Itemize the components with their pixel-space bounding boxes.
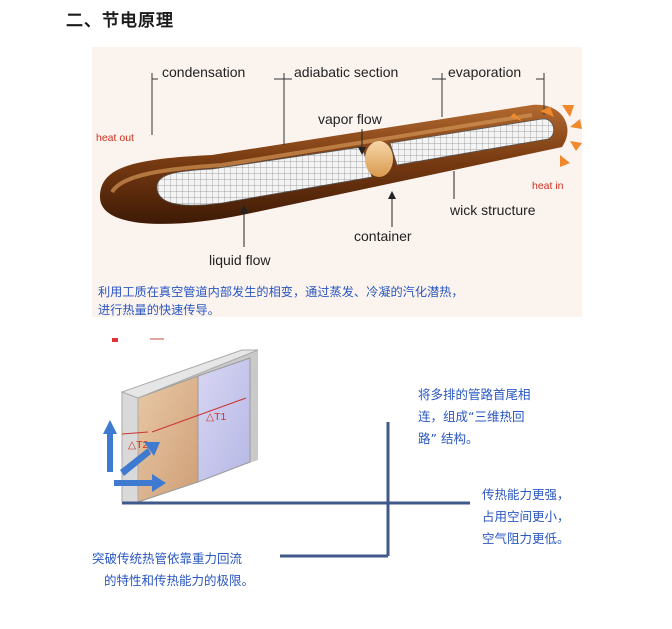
note-line: 占用空间更小， (482, 509, 570, 524)
liquid-flow-arrowhead (240, 205, 248, 213)
heat-pipe-diagram: condensation adiabatic section evaporati… (96, 64, 582, 268)
heat-pipe-caption: 利用工质在真空管道内部发生的相变，通过蒸发、冷凝的汽化潜热， 进行热量的快速传导… (98, 283, 568, 319)
decorative-fragment (112, 338, 164, 342)
heat-in-arrows (510, 105, 582, 167)
t1-label: △T1 (206, 411, 226, 423)
vapor-flow-arrowhead (358, 147, 366, 155)
note-line: 传热能力更强， (482, 487, 570, 502)
caption-line-1: 利用工质在真空管道内部发生的相变，通过蒸发、冷凝的汽化潜热， (98, 285, 464, 299)
note-line: 连，组成“三维热回 (418, 409, 525, 424)
section-dimension-lines (151, 73, 545, 145)
wick-mesh (156, 118, 555, 206)
note-line: 路” 结构。 (418, 431, 479, 446)
vapor-flow-label: vapor flow (318, 111, 383, 127)
wick-structure-label: wick structure (449, 202, 536, 218)
section-heading: 二、节电原理 (66, 11, 174, 31)
note-line: 空气阻力更低。 (482, 531, 570, 546)
note-line: 的特性和传热能力的极限。 (104, 573, 255, 588)
adiabatic-section-label: adiabatic section (294, 64, 398, 80)
heat-pipe-diagram-panel: condensation adiabatic section evaporati… (92, 47, 582, 317)
evaporation-label: evaporation (448, 64, 521, 80)
container-label: container (354, 228, 412, 244)
note-line: 将多排的管路首尾相 (418, 387, 531, 402)
caption-line-2: 进行热量的快速传导。 (98, 303, 220, 317)
liquid-flow-label: liquid flow (209, 252, 271, 268)
t2-label: △T2 (128, 439, 148, 451)
condensation-label: condensation (162, 64, 245, 80)
airflow-arrows (103, 420, 166, 492)
heat-out-label: heat out (96, 132, 134, 144)
note-gravity-limit: 突破传统热管依靠重力回流 的特性和传热能力的极限。 (92, 548, 254, 592)
connector-lines (122, 422, 470, 558)
heat-in-label: heat in (532, 180, 564, 192)
heat-exchanger-module (120, 349, 259, 503)
note-three-dimensional-loop: 将多排的管路首尾相 连，组成“三维热回 路” 结构。 (418, 384, 531, 450)
container-arrowhead (388, 191, 396, 199)
note-line: 突破传统热管依靠重力回流 (92, 551, 243, 566)
module-diagram: △T1 △T2 (103, 338, 470, 558)
note-performance-benefits: 传热能力更强， 占用空间更小， 空气阻力更低。 (482, 484, 570, 550)
